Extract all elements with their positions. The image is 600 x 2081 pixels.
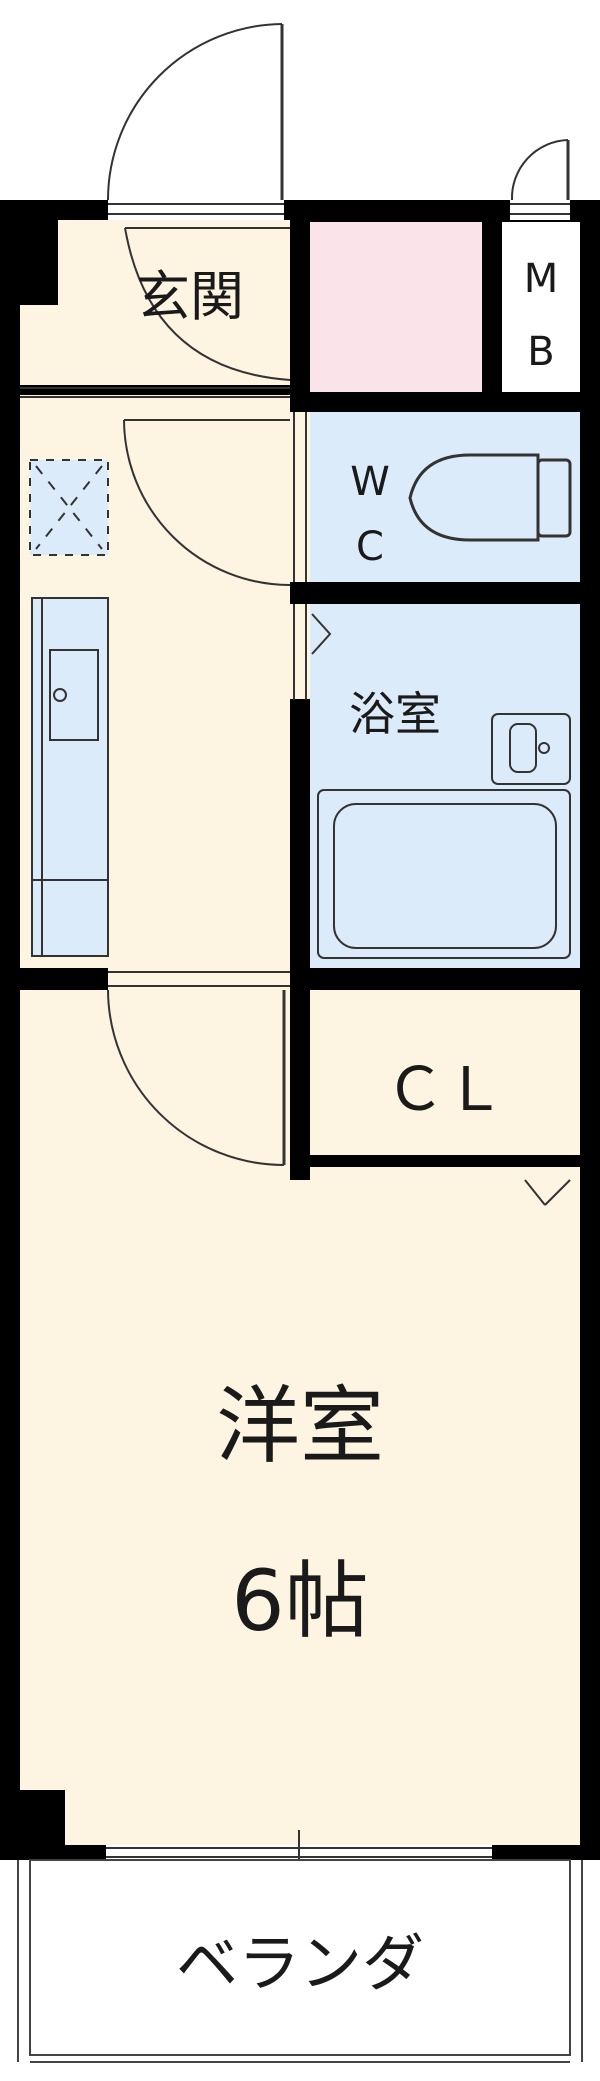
entrance-wall-block — [20, 220, 58, 305]
hall-door-swing — [123, 419, 291, 586]
mb-room — [502, 222, 580, 392]
closet-label: ＣＬ — [385, 1055, 505, 1125]
mb-label-b: B — [527, 329, 554, 375]
shoe-storage — [310, 222, 482, 392]
wash-basin-icon — [491, 713, 571, 785]
closet-wall — [290, 990, 310, 1180]
fridge-space-icon — [29, 459, 109, 556]
mb-label-m: M — [524, 256, 559, 302]
bath-room — [310, 604, 580, 968]
sink-icon — [49, 649, 99, 741]
corner-wall-block — [20, 1790, 65, 1845]
main-door-swing — [107, 23, 283, 201]
bathtub-icon — [317, 789, 571, 959]
western-room-size: 6帖 — [231, 1552, 368, 1650]
bath-label: 浴室 — [349, 687, 441, 741]
room-door-swing — [107, 989, 285, 1166]
entrance-label: 玄関 — [136, 265, 244, 328]
wc-room — [310, 412, 580, 582]
western-room-label: 洋室 — [216, 1377, 384, 1475]
veranda-label: ベランダ — [176, 1927, 424, 2000]
wc-label-c: C — [356, 524, 384, 570]
wc-label-w: W — [350, 459, 390, 505]
veranda-area — [29, 1859, 571, 2056]
entrance-floor — [20, 220, 290, 385]
